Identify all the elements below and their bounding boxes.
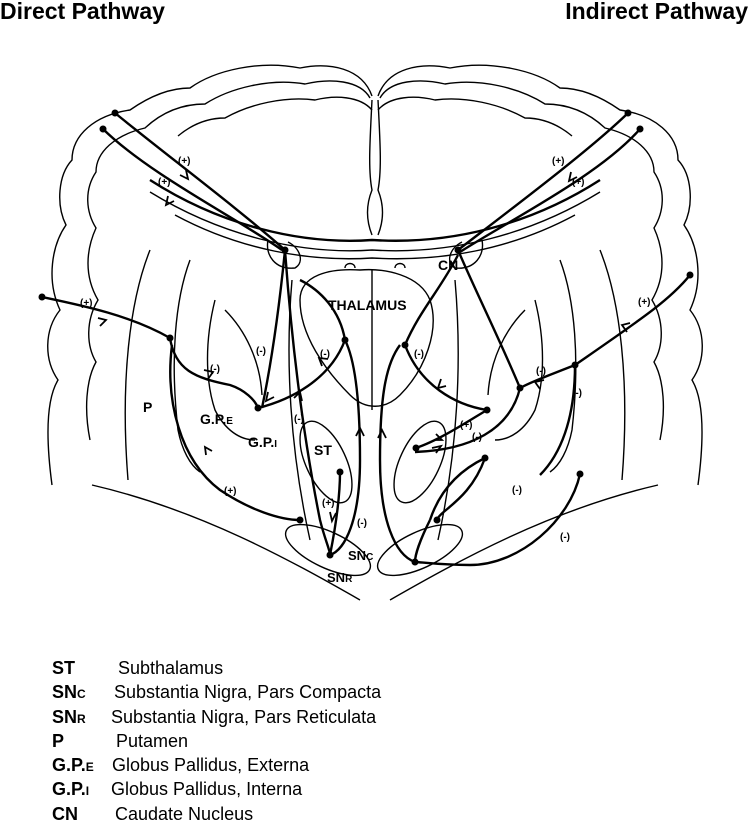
sign-plus: (+)	[224, 486, 237, 497]
legend-abbr: SNC	[52, 682, 86, 703]
sign-plus: (+)	[638, 297, 651, 308]
legend-definition: Substantia Nigra, Pars Compacta	[114, 682, 382, 703]
snr-label: SNR	[327, 570, 353, 585]
legend-definition: Caudate Nucleus	[115, 803, 254, 824]
st-label: ST	[314, 442, 332, 458]
sign-minus: (-)	[572, 388, 582, 399]
putamen-label: P	[143, 399, 152, 415]
legend-abbr: G.P.E	[52, 755, 94, 776]
synapse-dots	[38, 109, 694, 566]
cortex-outline	[47, 64, 703, 601]
indirect-pathway-title: Indirect Pathway	[565, 0, 748, 24]
direct-pathway-title: Direct Pathway	[0, 0, 165, 24]
indirect-pathway-lines	[378, 112, 691, 567]
legend-abbr: P	[52, 730, 65, 751]
gpe-label: G.P.E	[200, 411, 233, 427]
brain-section-diagram: THALAMUS CN P G.P.E G.P.I ST SNC SNR (+)…	[38, 64, 703, 601]
legend-definition: Globus Pallidus, Interna	[111, 779, 303, 800]
sign-minus: (-)	[560, 532, 570, 543]
direct-pathway-lines	[41, 112, 362, 557]
sign-plus: (+)	[178, 156, 191, 167]
sign-minus: (-)	[536, 366, 546, 377]
sign-minus: (-)	[357, 518, 367, 529]
cn-label: CN	[438, 257, 458, 273]
legend-definition: Substantia Nigra, Pars Reticulata	[111, 706, 377, 727]
sign-minus: (-)	[256, 346, 266, 357]
thalamus-label: THALAMUS	[328, 297, 407, 313]
sign-plus: (+)	[460, 420, 473, 431]
legend-abbr: CN	[52, 803, 78, 824]
sign-plus: (+)	[322, 498, 335, 509]
sign-minus: (-)	[472, 432, 482, 443]
sign-minus: (-)	[210, 364, 220, 375]
sign-minus: (-)	[414, 349, 424, 360]
sign-plus: (+)	[80, 298, 93, 309]
sign-minus: (-)	[320, 349, 330, 360]
legend-definition: Subthalamus	[118, 658, 224, 678]
sign-minus: (-)	[294, 414, 304, 425]
legend-abbr: ST	[52, 658, 76, 678]
sign-minus: (-)	[512, 485, 522, 496]
snc-label: SNC	[348, 548, 373, 563]
legend-abbr: G.P.I	[52, 779, 90, 800]
legend-abbr: SNR	[52, 706, 86, 727]
legend-definition: Globus Pallidus, Externa	[112, 755, 310, 776]
arrowheads	[97, 169, 631, 524]
legend-definition: Putamen	[116, 730, 189, 751]
sign-plus: (+)	[572, 177, 585, 188]
sign-plus: (+)	[158, 177, 171, 188]
sign-plus: (+)	[552, 156, 565, 167]
gpi-label: G.P.I	[248, 434, 277, 450]
